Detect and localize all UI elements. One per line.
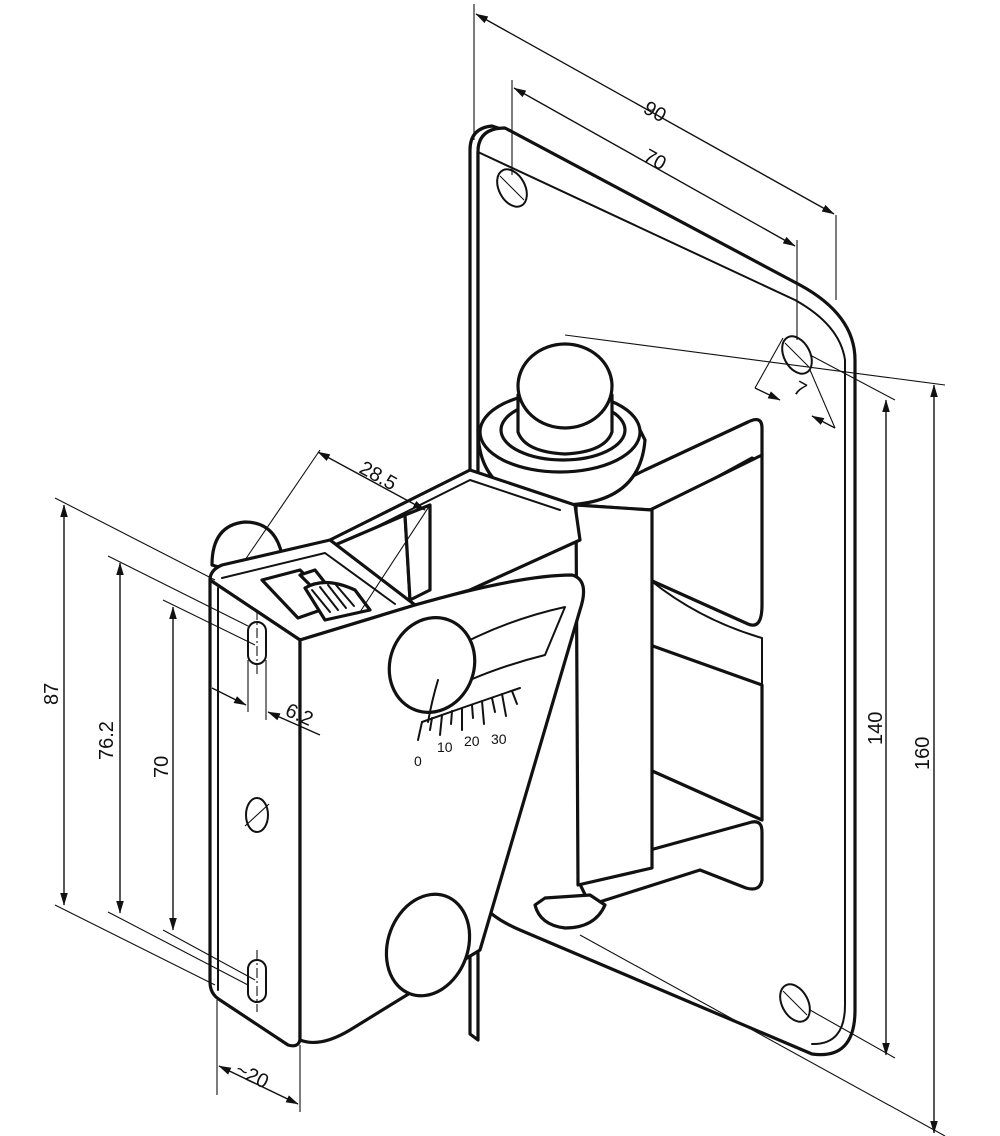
angle-scale: 0 10 20 30 [414, 679, 521, 769]
scale-label-30: 30 [491, 731, 507, 747]
scale-label-20: 20 [464, 733, 480, 749]
dimension-160-label: 160 [912, 737, 934, 770]
dimension-76-2-label: 76.2 [96, 721, 118, 760]
bracket-hole-middle [244, 797, 270, 833]
dimension-70-bracket-label: 70 [151, 756, 173, 778]
tilt-lock-knob [387, 616, 477, 714]
hinge-bracket [533, 417, 764, 930]
dimension-87-label: 87 [41, 683, 63, 705]
plate-hole-top-right [781, 335, 813, 375]
dimension-90-label: 90 [640, 97, 670, 127]
pivot-bolt-top [476, 342, 647, 507]
dimension-28-5-label: 28.5 [356, 457, 401, 495]
dimension-70-bracket: 70 [151, 599, 256, 981]
pivot-knob-bottom [384, 892, 472, 998]
dimension-76-2: 76.2 [96, 555, 249, 986]
tilt-roller [303, 580, 372, 622]
scale-label-10: 10 [437, 739, 453, 755]
dimension-140: 140 [809, 354, 896, 1059]
plate-hole-bottom-right [779, 983, 811, 1023]
speaker-bracket: 0 10 20 30 [208, 520, 586, 1048]
scale-label-0: 0 [414, 753, 422, 769]
bracket-slot-top [247, 610, 267, 676]
dimension-140-label: 140 [865, 712, 887, 745]
dimension-87: 87 [41, 497, 216, 986]
bracket-slot-bottom [247, 950, 267, 1012]
dimension-70-plate-label: 70 [640, 145, 670, 175]
dimension-160: 160 [564, 334, 946, 1136]
